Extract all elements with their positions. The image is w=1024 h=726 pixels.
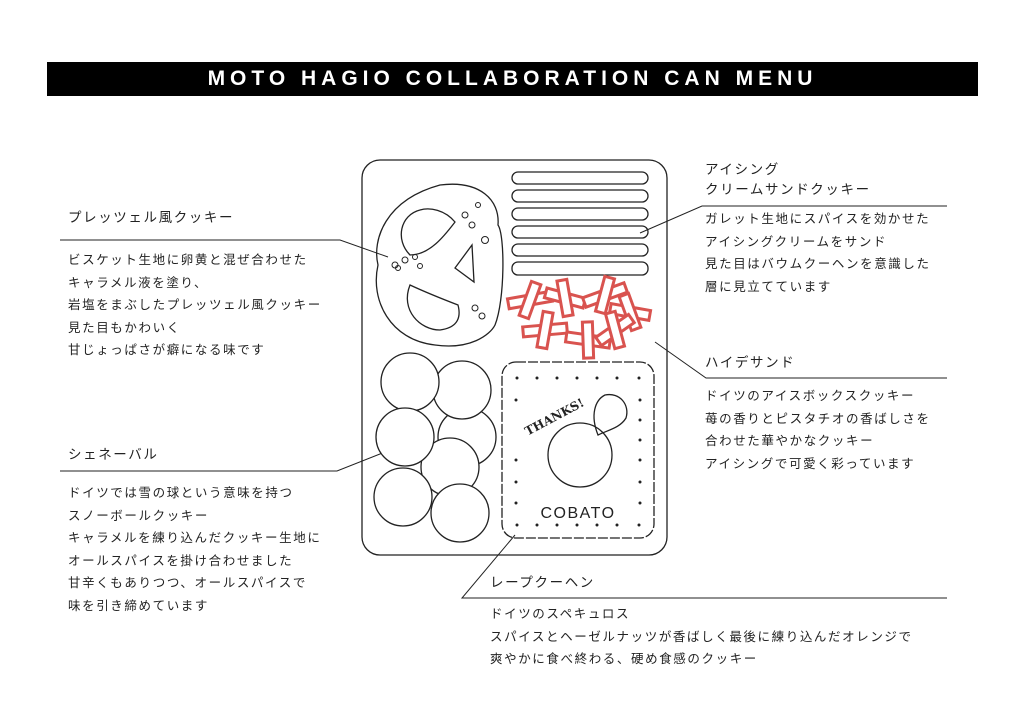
desc-line: アイシングクリームをサンド <box>705 233 888 249</box>
desc-line: キャラメルを練り込んだクッキー生地に <box>68 530 322 545</box>
item-pretzel: プレッツェル風クッキー ビスケット生地に卵黄と混ぜ合わせた キャラメル液を塗り、… <box>68 208 322 362</box>
desc-line: オールスパイスを掛け合わせました <box>68 552 294 568</box>
heide-sand-cookie-icon <box>505 274 653 360</box>
desc-line: アイシングで可愛く彩っています <box>705 455 916 471</box>
page-title: MOTO HAGIO COLLABORATION CAN MENU <box>47 62 978 96</box>
cookie-cobato-text: COBATO <box>540 505 615 522</box>
desc-line: 岩塩をまぶしたプレッツェル風クッキー <box>68 297 322 312</box>
desc-line: 見た目もかわいく <box>68 319 181 335</box>
desc-line: ビスケット生地に卵黄と混ぜ合わせた <box>68 252 308 267</box>
item-lebkuchen: レープクーヘン ドイツのスペキュロス スパイスとヘーゼルナッツが香ばしく最後に練… <box>490 573 913 671</box>
desc-line: 合わせた華やかなクッキー <box>705 433 875 448</box>
item-icing-sandwich: アイシング クリームサンドクッキー ガレット生地にスパイスを効かせた アイシング… <box>705 160 931 298</box>
desc-line: ドイツのアイスボックスクッキー <box>705 388 916 403</box>
item-name-line: アイシング <box>705 162 780 178</box>
desc-line: ガレット生地にスパイスを効かせた <box>705 211 931 226</box>
cookie-thanks-text: THANKS! <box>523 396 587 439</box>
schneeball-cookie-icon <box>373 352 497 543</box>
desc-line: 甘辛くもありつつ、オールスパイスで <box>68 575 307 590</box>
desc-line: スノーボールクッキー <box>68 507 210 523</box>
desc-line: 見た目はバウムクーヘンを意識した <box>705 256 931 271</box>
item-name: ハイデサンド <box>705 355 796 371</box>
desc-line: 爽やかに食べ終わる、硬め食感のクッキー <box>490 651 758 666</box>
desc-line: 層に見立てています <box>705 278 832 294</box>
desc-line: ドイツでは雪の球という意味を持つ <box>68 485 294 500</box>
item-name: レープクーヘン <box>490 575 595 591</box>
item-name: プレッツェル風クッキー <box>68 210 235 226</box>
desc-line: 苺の香りとピスタチオの香ばしさを <box>705 410 931 426</box>
desc-line: ドイツのスペキュロス <box>490 606 631 621</box>
lebkuchen-cookie-icon: THANKS! COBATO <box>501 361 655 539</box>
pretzel-cookie-icon <box>375 183 504 347</box>
leader-lines <box>60 205 947 599</box>
desc-line: 味を引き締めています <box>68 597 210 613</box>
tin-outline <box>361 159 668 556</box>
desc-line: キャラメル液を塗り、 <box>68 274 209 290</box>
item-schneeball: シェネーバル ドイツでは雪の球という意味を持つ スノーボールクッキー キャラメル… <box>68 445 321 617</box>
desc-line: スパイスとヘーゼルナッツが香ばしく最後に練り込んだオレンジで <box>490 628 913 644</box>
item-name: シェネーバル <box>68 447 159 463</box>
item-name-line: クリームサンドクッキー <box>705 182 871 198</box>
item-heide-sand: ハイデサンド ドイツのアイスボックスクッキー 苺の香りとピスタチオの香ばしさを … <box>705 353 931 475</box>
desc-line: 甘じょっぱさが癖になる味です <box>68 342 266 357</box>
icing-sandwich-cookie-icon <box>511 171 649 276</box>
